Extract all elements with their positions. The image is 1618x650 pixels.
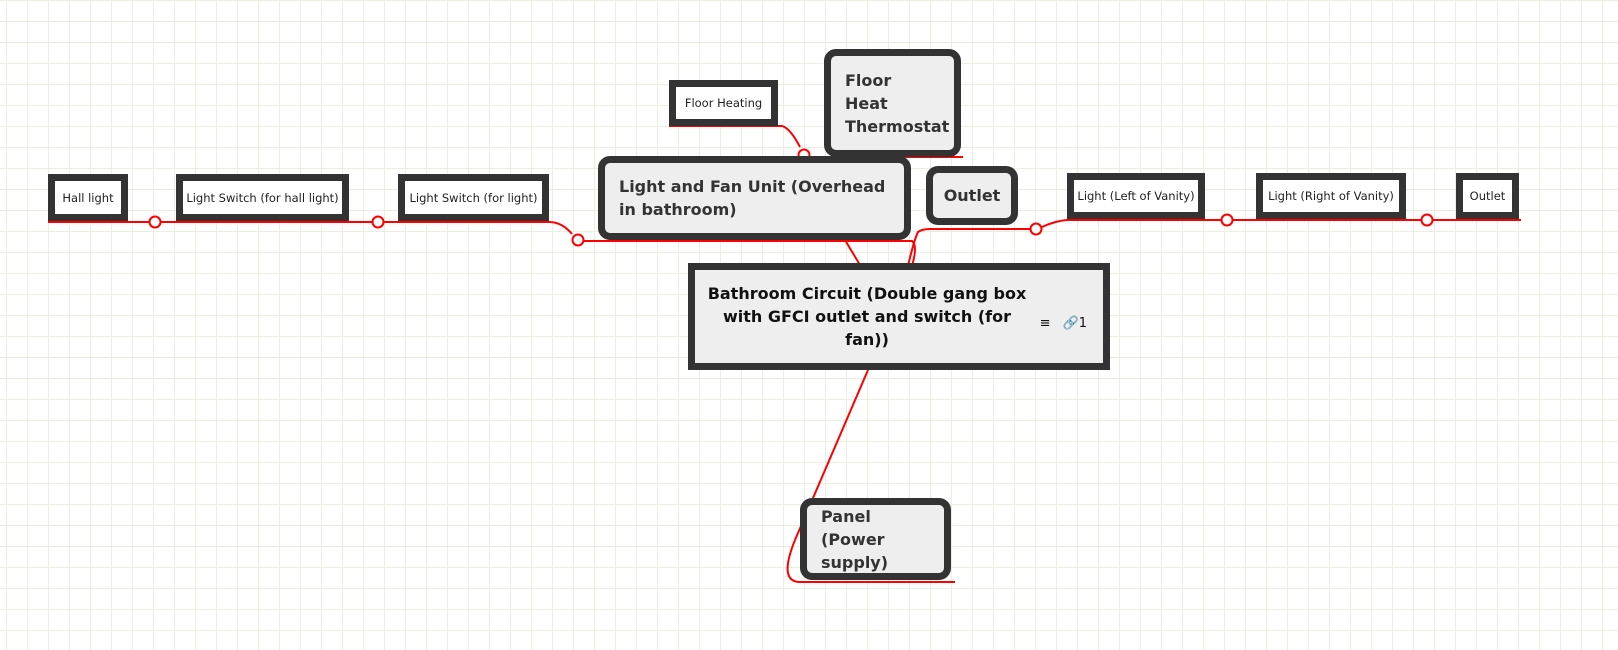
link-icon[interactable]: 🔗1 xyxy=(1062,316,1087,331)
node-label: Outlet xyxy=(943,186,1001,205)
connector-dot xyxy=(1220,213,1234,227)
connector-right-branch xyxy=(1041,219,1521,228)
node-label: Panel (Power supply) xyxy=(821,506,889,572)
node-light-left-vanity[interactable]: Light (Left of Vanity) xyxy=(1067,173,1205,219)
node-light-right-vanity[interactable]: Light (Right of Vanity) xyxy=(1256,173,1406,219)
node-floor-heating[interactable]: Floor Heating xyxy=(669,80,778,126)
node-light-fan-unit[interactable]: Light and Fan Unit (Overhead in bathroom… xyxy=(598,156,911,240)
node-light-switch-light[interactable]: Light Switch (for light) xyxy=(398,174,549,221)
node-panel[interactable]: Panel (Power supply) xyxy=(800,498,951,580)
connector-dot xyxy=(1420,213,1434,227)
node-floor-heat-thermostat[interactable]: Floor Heat Thermostat xyxy=(824,49,961,157)
node-light-switch-hall[interactable]: Light Switch (for hall light) xyxy=(176,174,349,221)
node-label: Light (Right of Vanity) xyxy=(1268,189,1394,203)
node-icons: ≡ 🔗1 xyxy=(1040,312,1087,335)
node-hall-light[interactable]: Hall light xyxy=(48,174,128,221)
node-label: Light (Left of Vanity) xyxy=(1077,189,1195,203)
node-label: Bathroom Circuit (Double gang box with G… xyxy=(707,284,1027,349)
connector-dot xyxy=(371,215,385,229)
connector-right-main xyxy=(907,228,1030,267)
connector-dot xyxy=(1029,222,1043,236)
node-label: Light Switch (for hall light) xyxy=(186,190,339,205)
connector-left-branch xyxy=(48,221,573,235)
node-bathroom-circuit[interactable]: Bathroom Circuit (Double gang box with G… xyxy=(688,263,1110,370)
connector-dot xyxy=(148,215,162,229)
node-label: Floor Heating xyxy=(684,96,763,110)
node-outlet-mid[interactable]: Outlet xyxy=(926,166,1018,225)
notes-icon[interactable]: ≡ xyxy=(1039,316,1051,331)
connector-dot xyxy=(571,233,585,247)
connector-light-fan xyxy=(844,239,861,266)
link-count: 1 xyxy=(1078,316,1087,331)
node-label: Outlet xyxy=(1469,189,1506,203)
node-label: Light and Fan Unit (Overhead in bathroom… xyxy=(619,177,886,219)
node-outlet-right[interactable]: Outlet xyxy=(1456,173,1519,219)
node-label: Light Switch (for light) xyxy=(409,190,538,205)
connector-panel xyxy=(786,369,955,583)
node-label: Hall light xyxy=(62,190,114,205)
connector-left-main xyxy=(584,240,916,267)
node-label: Floor Heat Thermostat xyxy=(845,70,950,136)
connector-floor-heating xyxy=(669,125,801,148)
